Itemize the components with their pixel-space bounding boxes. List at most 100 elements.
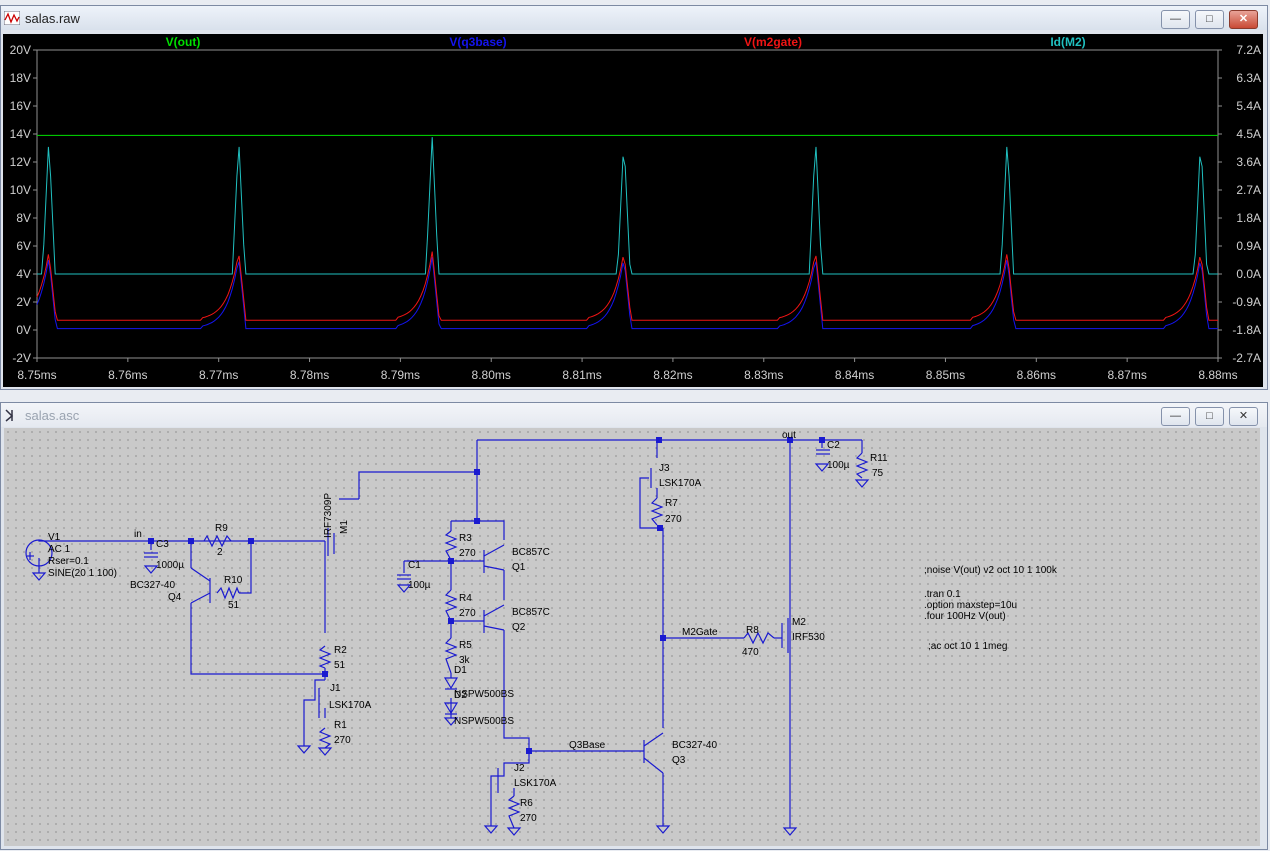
waveform-window-title: salas.raw [25,11,80,26]
y-right-tick-label: 3.6A [1236,155,1261,169]
x-tick-label: 8.87ms [1107,368,1146,382]
label-R9-0: R9 [215,523,228,534]
x-tick-label: 8.88ms [1198,368,1237,382]
x-tick-label: 8.78ms [290,368,329,382]
label-V1-3: SINE(20 1 100) [48,568,117,579]
y-left-tick-label: 4V [16,267,31,281]
y-right-tick-label: 2.7A [1236,183,1261,197]
waveform-titlebar[interactable]: salas.raw — □ ✕ [1,6,1267,30]
label-C3-1: 1000µ [156,560,184,571]
label-Q1-1: Q1 [512,562,526,573]
label-Q4-0: BC327-40 [130,580,175,591]
trace-vm2gate [36,251,1218,321]
label-R2-1: 51 [334,660,346,671]
y-left-tick-label: 12V [10,155,31,169]
directive-four: .four 100Hz V(out) [924,611,1006,622]
schematic-window-title: salas.asc [25,408,80,423]
wires [38,439,863,828]
schematic-maximize-button[interactable]: □ [1195,407,1224,426]
label-C1-1: 100µ [408,580,431,591]
label-R3-1: 270 [459,548,476,559]
y-right-tick-label: 1.8A [1236,211,1261,225]
schematic-minimize-button[interactable]: — [1161,407,1190,426]
net-label-m2gate: M2Gate [682,627,718,638]
trace-idm2 [37,137,1218,275]
y-right-tick-label: 7.2A [1236,43,1261,57]
label-C3-0: C3 [156,539,169,550]
x-tick-label: 8.80ms [472,368,511,382]
label-Q3-0: BC327-40 [672,740,717,751]
directive-ac: ;ac oct 10 1 1meg [928,641,1008,652]
y-left-tick-label: 18V [10,71,31,85]
waveform-chart[interactable]: 20V18V16V14V12V10V8V6V4V2V0V-2V7.2A6.3A5… [3,34,1263,387]
label-J2-0: J2 [514,763,525,774]
label-R11-0: R11 [870,453,888,464]
label-J3-1: LSK170A [659,478,702,489]
net-label-out: out [782,430,796,441]
label-M1-0: IRF7309P [323,493,334,538]
schematic-window[interactable]: salas.asc — □ ✕ [0,402,1268,850]
label-J1-1: LSK170A [329,700,372,711]
vertical-scrollbar[interactable] [1261,428,1265,846]
label-D-0: NSPW500BS [454,689,514,700]
label-M2-0: M2 [792,617,806,628]
directive-tran: .tran 0.1 [924,589,961,600]
y-left-tick-label: 6V [16,239,31,253]
minimize-button[interactable]: — [1161,10,1190,29]
y-left-tick-label: 2V [16,295,31,309]
x-tick-label: 8.82ms [653,368,692,382]
y-right-tick-label: 6.3A [1236,71,1261,85]
component-symbols [25,449,869,829]
schematic-titlebar[interactable]: salas.asc — □ ✕ [1,403,1267,427]
y-right-tick-label: -1.8A [1232,323,1261,337]
x-tick-label: 8.81ms [562,368,601,382]
label-Q3-1: Q3 [672,755,686,766]
trace-vq3base [36,257,1218,330]
y-left-tick-label: 16V [10,99,31,113]
spice-directives[interactable]: ;noise V(out) v2 oct 10 1 100k .tran 0.1… [924,565,1058,652]
schematic-close-button[interactable]: ✕ [1229,407,1258,426]
label-R11-1: 75 [872,468,884,479]
voltage-source-icon [25,539,53,567]
x-tick-label: 8.76ms [108,368,147,382]
y-right-tick-label: 5.4A [1236,99,1261,113]
label-R9-1: 2 [217,547,223,558]
label-R6-0: R6 [520,798,533,809]
y-left-tick-label: 8V [16,211,31,225]
ground-symbols [31,463,870,836]
junctions [148,437,825,754]
x-tick-label: 8.77ms [199,368,238,382]
label-J2-1: LSK170A [514,778,557,789]
trace-legend-3: V(m2gate) [744,35,802,49]
label-Q2-0: BC857C [512,607,550,618]
close-button[interactable]: ✕ [1229,10,1258,29]
label-V1-0: V1 [48,532,61,543]
maximize-button[interactable]: □ [1195,10,1224,29]
label-R3-0: R3 [459,533,472,544]
x-tick-label: 8.84ms [835,368,874,382]
label-J3-0: J3 [659,463,670,474]
label-R5-1: 3k [459,655,471,666]
label-M2-1: IRF530 [792,632,825,643]
y-left-tick-label: -2V [12,351,31,365]
trace-legend-2: V(q3base) [449,35,506,49]
label-Q4-1: Q4 [168,592,182,603]
y-right-tick-label: -2.7A [1232,351,1261,365]
label-C2-0: C2 [827,440,840,451]
x-tick-label: 8.79ms [381,368,420,382]
label-V1-2: Rser=0.1 [48,556,89,567]
y-left-tick-label: 14V [10,127,31,141]
label-Q2-1: Q2 [512,622,526,633]
label-C1-0: C1 [408,560,421,571]
label-D-1: NSPW500BS [454,716,514,727]
label-R5-0: R5 [459,640,472,651]
y-left-tick-label: 0V [16,323,31,337]
trace-legend-1: V(out) [166,35,201,49]
label-Q1-0: BC857C [512,547,550,558]
schematic-app-icon [5,409,14,422]
